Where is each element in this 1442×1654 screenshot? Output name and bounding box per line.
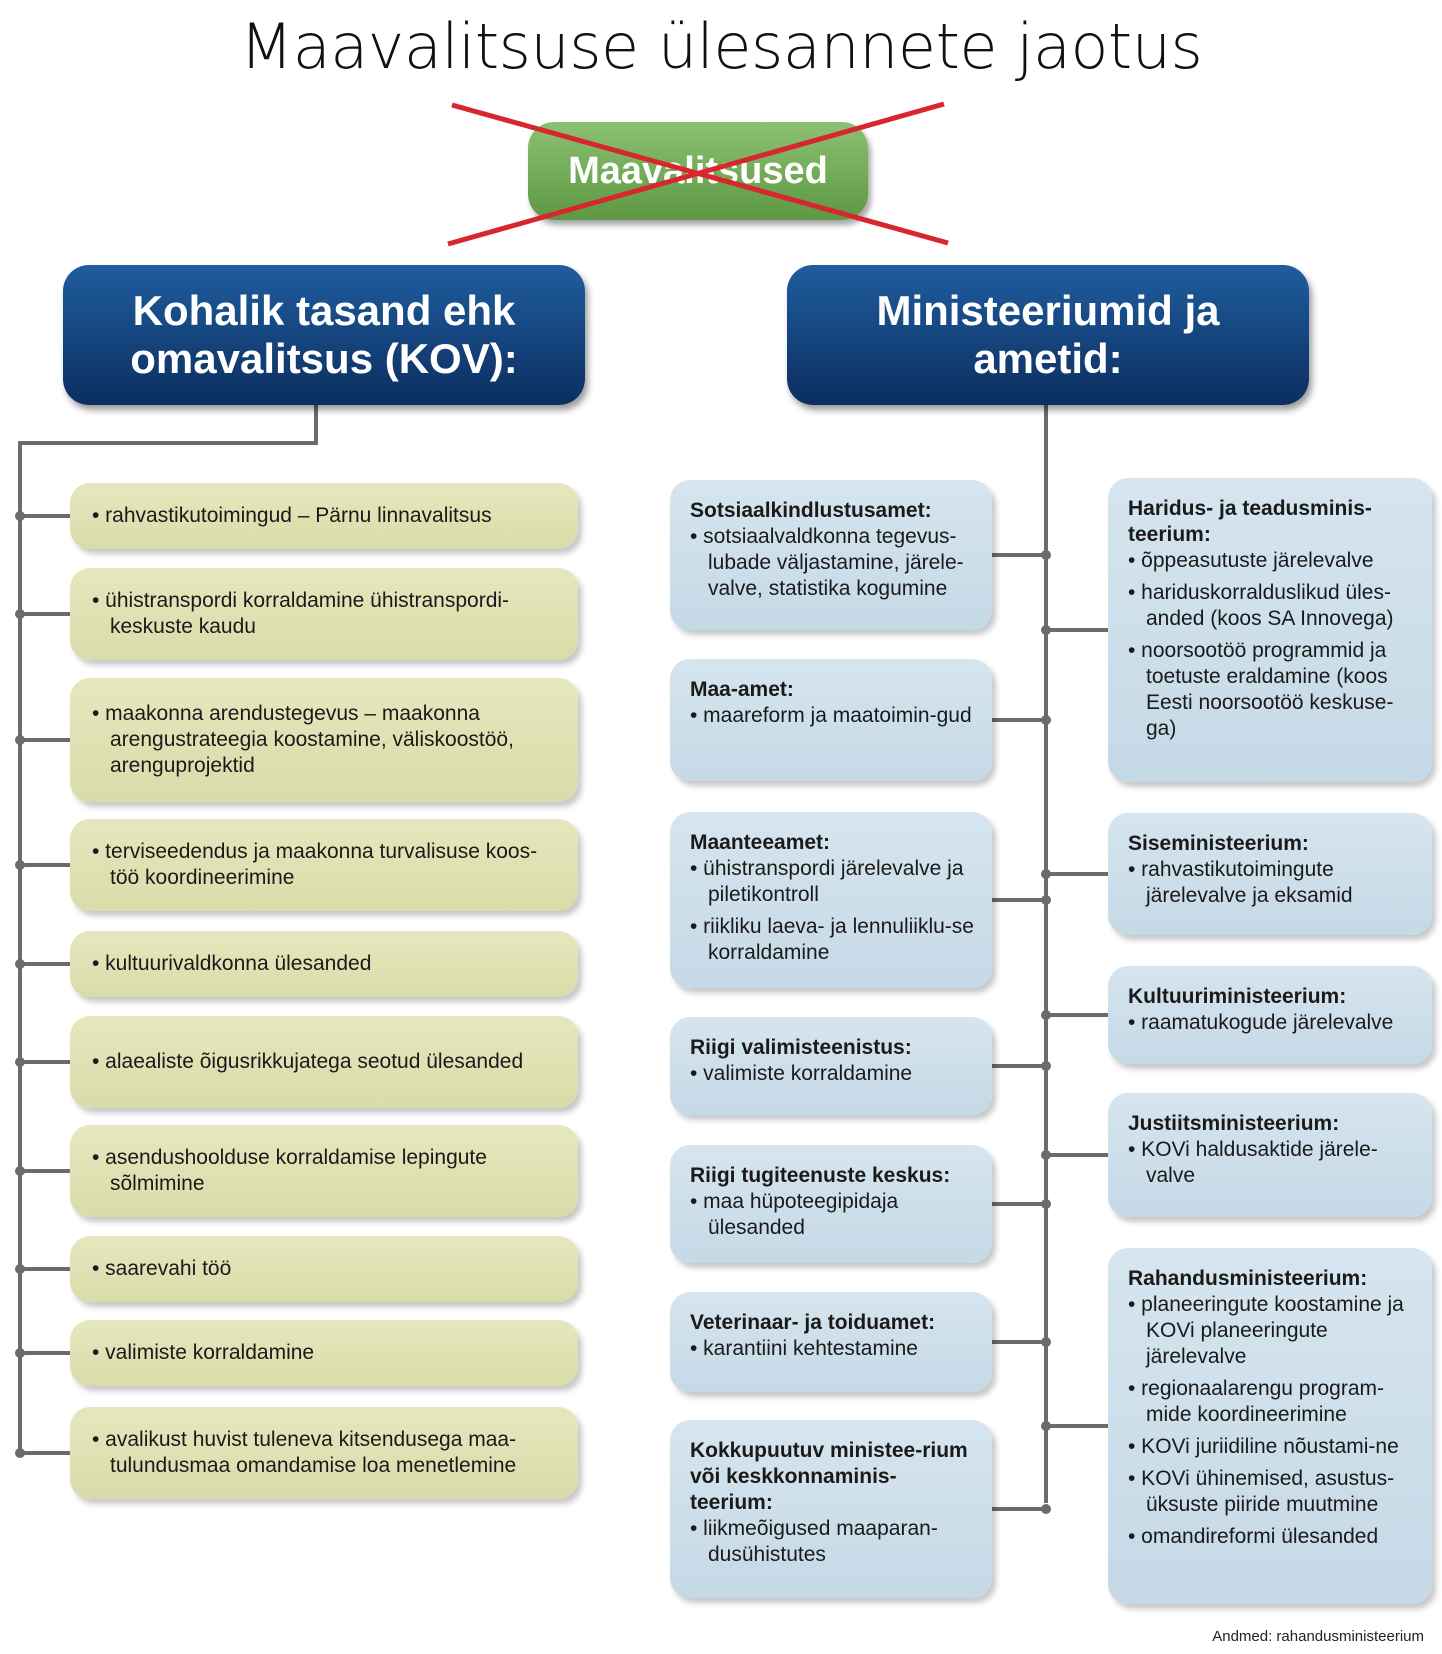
kov-task-item: • avalikust huvist tuleneva kitsendusega… [70, 1407, 578, 1499]
ministry-card: Justiitsministeerium: • KOVi haldusaktide… [1108, 1093, 1432, 1217]
kov-task-item: • saarevahi töö [70, 1236, 578, 1302]
connector-node [1041, 1199, 1051, 1209]
agency-name: Riigi valimisteenistus: [690, 1036, 912, 1059]
duty-item: • liikmeõigused maaparan-dusühistutes [690, 1517, 938, 1566]
ministry-card: Haridus- ja teadusminis-teerium: • õppeas… [1108, 478, 1432, 782]
ministry-card: Siseministeerium: • rahvastikutoimingute … [1108, 813, 1432, 935]
agency-name: Maanteeamet: [690, 831, 831, 854]
connector-node [1041, 1504, 1051, 1514]
duty-item: • KOVi juriidiline nõustami-ne [1128, 1435, 1399, 1458]
agency-card: Riigi tugiteenuste keskus: • maa hüpoteeg… [670, 1145, 992, 1263]
agency-name: Kokkupuutuv ministee-rium või keskkonnam… [690, 1439, 968, 1514]
kov-task-text: • saarevahi töö [92, 1257, 232, 1280]
kov-task-item: • rahvastikutoimingud – Pärnu linnavalit… [70, 483, 578, 549]
duty-item: • ühistranspordi järelevalve ja piletiko… [690, 857, 964, 906]
duty-item: • maareform ja maatoimin-gud [690, 704, 972, 727]
duty-item: • omandireformi ülesanded [1128, 1525, 1379, 1548]
duty-item: • hariduskorralduslikud üles-anded (koos… [1128, 581, 1394, 630]
duty-item: • KOVi ühinemised, asustus-üksuste piiri… [1128, 1467, 1395, 1516]
agency-card: Kokkupuutuv ministee-rium või keskkonnam… [670, 1420, 992, 1598]
agency-card: Riigi valimisteenistus: • valimiste korra… [670, 1017, 992, 1115]
connector-node [1041, 869, 1051, 879]
ministries-header: Ministeeriumid ja ametid: [787, 265, 1309, 405]
agency-name: Maa-amet: [690, 678, 794, 701]
duty-item: • sotsiaalvaldkonna tegevus-lubade välja… [690, 525, 964, 600]
connector-node [15, 1264, 25, 1274]
connector-node [1041, 1421, 1051, 1431]
duty-item: • valimiste korraldamine [690, 1062, 913, 1085]
connector-node [15, 1166, 25, 1176]
kov-task-text: • kultuurivaldkonna ülesanded [92, 952, 372, 975]
duty-item: • noorsootöö programmid ja toetuste eral… [1128, 639, 1394, 740]
ministry-card: Kultuuriministeerium: • raamatukogude jär… [1108, 966, 1432, 1064]
agency-card: Veterinaar- ja toiduamet: • karantiini ke… [670, 1292, 992, 1392]
kov-task-item: • terviseedendus ja maakonna turvalisuse… [70, 819, 578, 911]
connector-node [15, 959, 25, 969]
local-level-header-label: Kohalik tasand ehk omavalitsus (KOV): [130, 287, 518, 382]
kov-task-text: • asendushoolduse korraldamise lepingute… [92, 1146, 487, 1195]
ministry-name: Haridus- ja teadusminis-teerium: [1128, 497, 1372, 546]
duty-item: • maa hüpoteegipidaja ülesanded [690, 1190, 899, 1239]
connector-node [1041, 1010, 1051, 1020]
kov-task-item: • alaealiste õigusrikkujatega seotud üle… [70, 1016, 578, 1108]
duty-item: • KOVi haldusaktide järele-valve [1128, 1138, 1378, 1187]
ministry-card: Rahandusministeerium: • planeeringute koo… [1108, 1248, 1432, 1604]
source-note: Andmed: rahandusministeerium [1212, 1628, 1424, 1645]
kov-task-text: • maakonna arendustegevus – maakonna are… [92, 702, 514, 777]
kov-task-item: • maakonna arendustegevus – maakonna are… [70, 678, 578, 802]
kov-task-text: • rahvastikutoimingud – Pärnu linnavalit… [92, 504, 492, 527]
connector-node [15, 735, 25, 745]
ministry-name: Justiitsministeerium: [1128, 1112, 1340, 1135]
ministry-name: Kultuuriministeerium: [1128, 985, 1347, 1008]
abolished-label: Maavalitsused [568, 149, 828, 192]
agency-name: Riigi tugiteenuste keskus: [690, 1164, 951, 1187]
connector-node [15, 1057, 25, 1067]
page-title: Maavalitsuse ülesannete jaotus [239, 10, 1203, 83]
agency-name: Veterinaar- ja toiduamet: [690, 1311, 936, 1334]
connector-node [1041, 1061, 1051, 1071]
connector-node [15, 1348, 25, 1358]
strike-through-cross-icon [447, 101, 949, 247]
connector-node [1041, 715, 1051, 725]
connector-node [1041, 1150, 1051, 1160]
kov-task-text: • terviseedendus ja maakonna turvalisuse… [92, 840, 538, 889]
connector-node [1041, 895, 1051, 905]
duty-item: • planeeringute koostamine ja KOVi plane… [1128, 1293, 1404, 1368]
connector-node [15, 1448, 25, 1458]
ministry-name: Siseministeerium: [1128, 832, 1309, 855]
duty-item: • regionaalarengu program-mide koordinee… [1128, 1377, 1384, 1426]
kov-task-item: • ühistranspordi korraldamine ühistransp… [70, 568, 578, 660]
duty-item: • karantiini kehtestamine [690, 1337, 918, 1360]
agency-name: Sotsiaalkindlustusamet: [690, 499, 932, 522]
agency-card: Maanteeamet: • ühistranspordi järelevalve… [670, 812, 992, 988]
kov-task-item: • kultuurivaldkonna ülesanded [70, 931, 578, 997]
kov-task-item: • valimiste korraldamine [70, 1320, 578, 1386]
kov-task-item: • asendushoolduse korraldamise lepingute… [70, 1125, 578, 1217]
ministries-header-label: Ministeeriumid ja ametid: [876, 287, 1220, 382]
kov-task-text: • alaealiste õigusrikkujatega seotud üle… [92, 1050, 524, 1073]
kov-task-text: • ühistranspordi korraldamine ühistransp… [92, 589, 510, 638]
local-level-header: Kohalik tasand ehk omavalitsus (KOV): [63, 265, 585, 405]
duty-item: • õppeasutuste järelevalve [1128, 549, 1374, 572]
duty-item: • raamatukogude järelevalve [1128, 1011, 1394, 1034]
ministry-name: Rahandusministeerium: [1128, 1267, 1368, 1290]
duty-item: • rahvastikutoimingute järelevalve ja ek… [1128, 858, 1353, 907]
connector-node [15, 511, 25, 521]
agency-card: Sotsiaalkindlustusamet: • sotsiaalvaldkon… [670, 480, 992, 630]
connector-node [1041, 1337, 1051, 1347]
kov-task-text: • valimiste korraldamine [92, 1341, 315, 1364]
agency-card: Maa-amet: • maareform ja maatoimin-gud [670, 659, 992, 781]
kov-task-text: • avalikust huvist tuleneva kitsendusega… [92, 1428, 517, 1477]
connector-node [15, 609, 25, 619]
connector-node [1041, 625, 1051, 635]
duty-item: • riikliku laeva- ja lennuliiklu-se korr… [690, 915, 974, 964]
connector-node [15, 860, 25, 870]
connector-node [1041, 550, 1051, 560]
